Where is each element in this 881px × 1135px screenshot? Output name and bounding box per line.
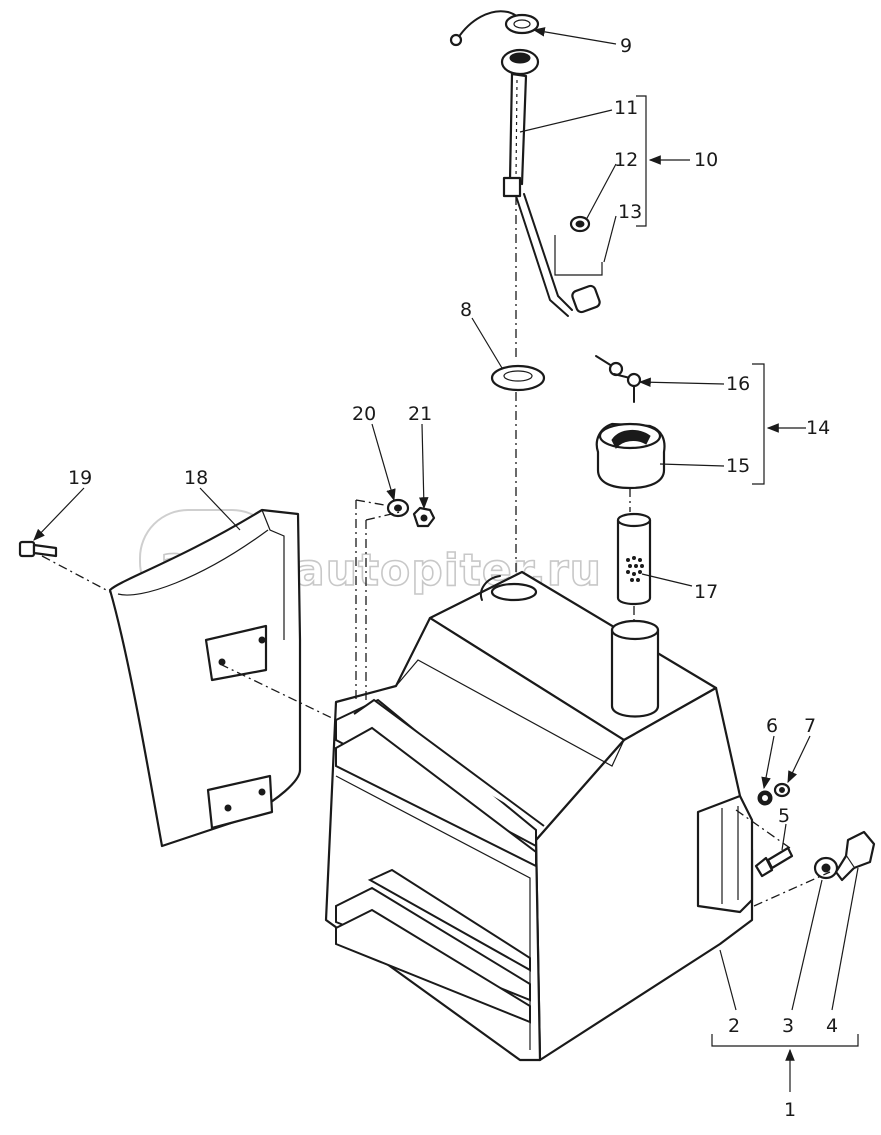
callout-19: 19 [68, 467, 92, 489]
fuel-sender-head [449, 10, 540, 47]
callout-13: 13 [618, 201, 642, 223]
callout-14: 14 [806, 417, 830, 439]
lockwasher-6 [757, 790, 773, 806]
washer-20 [386, 498, 410, 518]
grommet-12 [569, 215, 591, 233]
filler-cap-15 [595, 422, 666, 490]
strainer-17 [616, 512, 652, 606]
fuel-sender-unit [500, 48, 573, 317]
callout-2: 2 [728, 1015, 740, 1037]
callout-5: 5 [778, 805, 790, 827]
callout-9: 9 [620, 35, 632, 57]
washer-3 [813, 856, 839, 880]
callout-4: 4 [826, 1015, 838, 1037]
bolt-5 [754, 846, 794, 878]
callout-1: 1 [784, 1099, 796, 1121]
callout-17: 17 [694, 581, 718, 603]
keys-16 [595, 355, 642, 403]
side-shield-18 [108, 508, 302, 848]
callout-16: 16 [726, 373, 750, 395]
callout-15: 15 [726, 455, 750, 477]
bolt-4 [834, 830, 876, 882]
callout-11: 11 [614, 97, 638, 119]
callout-18: 18 [184, 467, 208, 489]
alignment-lines [41, 196, 831, 907]
gasket-8 [490, 364, 546, 392]
callout-21: 21 [408, 403, 432, 425]
float-13 [571, 284, 601, 314]
watermark-site: autopiter.ru [295, 545, 602, 596]
bolt-19 [18, 540, 58, 558]
nut-21 [412, 506, 436, 528]
callout-6: 6 [766, 715, 778, 737]
callout-labels: 9 11 12 10 13 8 16 14 15 17 20 21 19 18 … [68, 35, 838, 1121]
callout-8: 8 [460, 299, 472, 321]
nut-7 [773, 782, 791, 798]
callout-12: 12 [614, 149, 638, 171]
fuel-tank-2 [324, 570, 754, 1062]
callout-10: 10 [694, 149, 718, 171]
callout-3: 3 [782, 1015, 794, 1037]
leader-lines [33, 27, 859, 1092]
callout-7: 7 [804, 715, 816, 737]
callout-20: 20 [352, 403, 376, 425]
